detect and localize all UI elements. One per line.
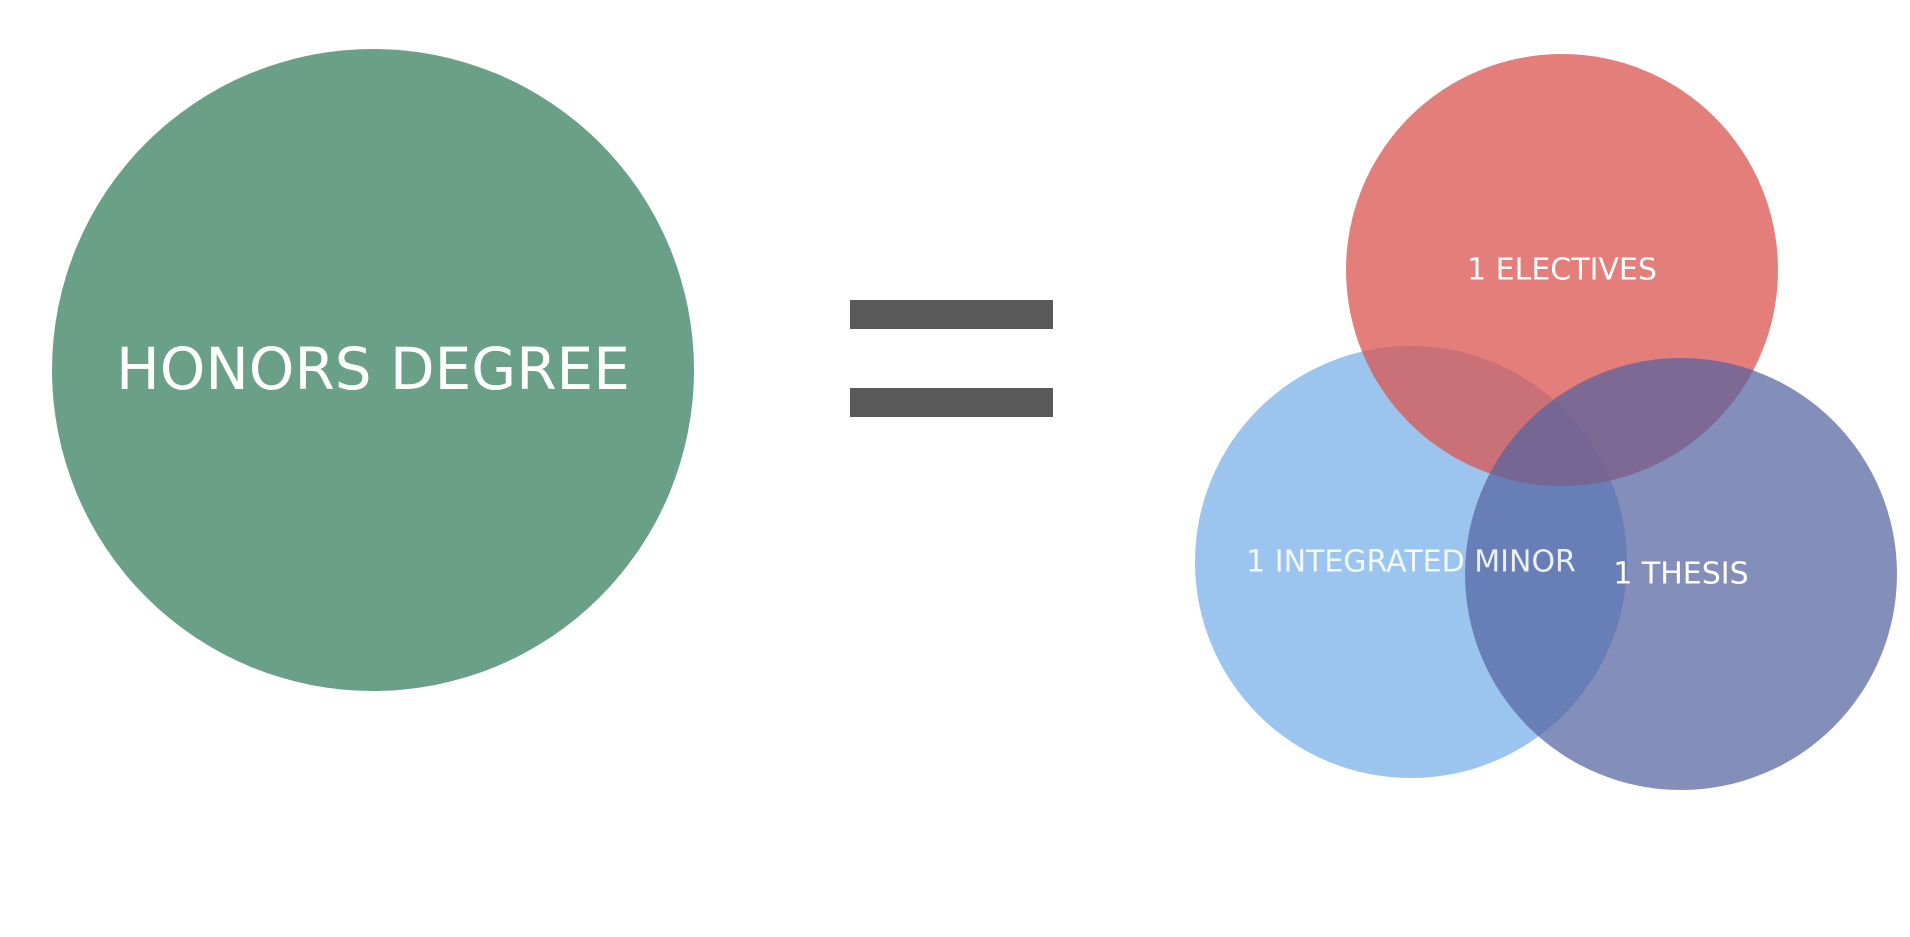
minor-label: 1 INTEGRATED MINOR bbox=[1246, 545, 1576, 580]
equals-bottom-bar bbox=[850, 388, 1053, 417]
equals-top-bar bbox=[850, 300, 1053, 329]
thesis-label: 1 THESIS bbox=[1613, 557, 1748, 592]
equals-sign bbox=[850, 300, 1053, 417]
honors-degree-label: HONORS DEGREE bbox=[116, 335, 630, 403]
electives-label: 1 ELECTIVES bbox=[1467, 253, 1657, 288]
thesis-circle bbox=[1465, 358, 1897, 790]
honors-degree-circle bbox=[52, 49, 694, 691]
honors-degree-group: HONORS DEGREE bbox=[52, 49, 694, 691]
venn-diagram: 1 ELECTIVES 1 INTEGRATED MINOR 1 THESIS bbox=[1195, 54, 1897, 790]
